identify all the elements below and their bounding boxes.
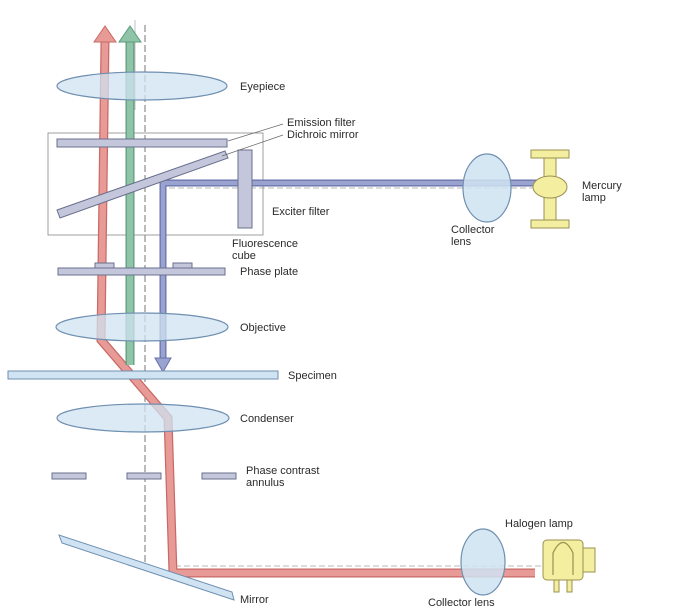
eyepiece-lens [56,71,228,101]
emission-filter [56,138,228,148]
phase-plate-label: Phase plate [240,266,298,278]
exciter-filter [237,149,253,229]
specimen-slide [7,370,279,380]
phase-contrast-annulus-label-2: annulus [246,477,285,489]
dichroic-mirror [56,150,229,219]
condenser-label: Condenser [240,413,294,425]
blue-light-path-core [160,180,545,360]
specimen-label: Specimen [288,370,337,382]
mirror-label: Mirror [240,594,269,606]
emission-filter-leader [227,123,284,142]
dichroic-mirror-leader [221,134,284,157]
collector-lens-bottom-label: Collector lens [428,597,495,609]
collector-lens-top [462,153,512,223]
objective-lens [55,312,229,342]
collector-lens-top-label-1: Collector [451,224,495,236]
phase-contrast-annulus-label-1: Phase contrast [246,465,319,477]
fluorescence-cube-label-1: Fluorescence [232,238,298,250]
mercury-lamp-label-2: lamp [582,192,606,204]
halogen-lamp-label: Halogen lamp [505,518,573,530]
phase-plate [57,262,226,276]
red-arrow-head [93,25,117,43]
mirror [58,534,235,601]
condenser-lens [56,403,230,433]
dichroic-mirror-label: Dichroic mirror [287,129,359,141]
phase-contrast-annulus [51,472,237,480]
fluorescence-cube-label-2: cube [232,250,256,262]
blue-arrow-head [154,357,172,374]
mercury-lamp [530,149,570,229]
exciter-filter-label: Exciter filter [272,206,330,218]
mercury-lamp-label-1: Mercury [582,180,622,192]
emission-filter-label: Emission filter [287,117,356,129]
halogen-lamp [542,539,596,593]
eyepiece-label: Eyepiece [240,81,285,93]
collector-lens-bottom [460,528,506,596]
green-arrow-head [118,25,142,43]
collector-lens-top-label-2: lens [451,236,472,248]
objective-label: Objective [240,322,286,334]
